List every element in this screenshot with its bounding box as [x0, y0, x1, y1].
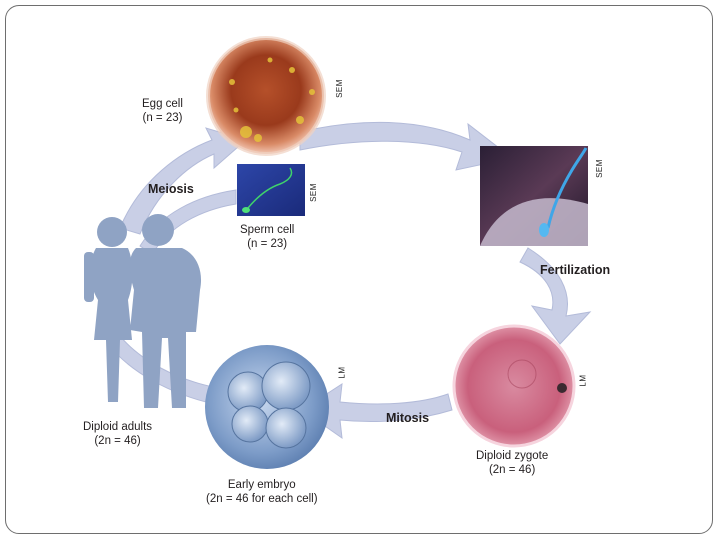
fertilization-sem-tag: SEM	[594, 159, 604, 178]
meiosis-label: Meiosis	[148, 182, 194, 196]
zygote-lm-tag: LM	[578, 374, 588, 387]
egg-cell-image	[206, 36, 326, 156]
sperm-cell-image	[237, 164, 305, 216]
early-embryo-label: Early embryo (2n = 46 for each cell)	[206, 479, 318, 505]
early-embryo-image	[205, 345, 329, 469]
egg-cell-label: Egg cell (n = 23)	[142, 98, 183, 124]
sperm-cell-label: Sperm cell (n = 23)	[240, 224, 295, 250]
diploid-zygote-image	[452, 324, 576, 448]
fertilization-label: Fertilization	[540, 263, 611, 277]
fertilization-image	[480, 146, 588, 246]
diploid-adults-label: Diploid adults (2n = 46)	[83, 421, 153, 447]
sperm-sem-tag: SEM	[308, 183, 318, 202]
diploid-adults-silhouette	[84, 214, 202, 408]
diploid-zygote-label: Diploid zygote (2n = 46)	[476, 450, 549, 476]
mitosis-label: Mitosis	[386, 411, 430, 425]
embryo-lm-tag: LM	[337, 366, 347, 379]
egg-sem-tag: SEM	[334, 79, 344, 98]
